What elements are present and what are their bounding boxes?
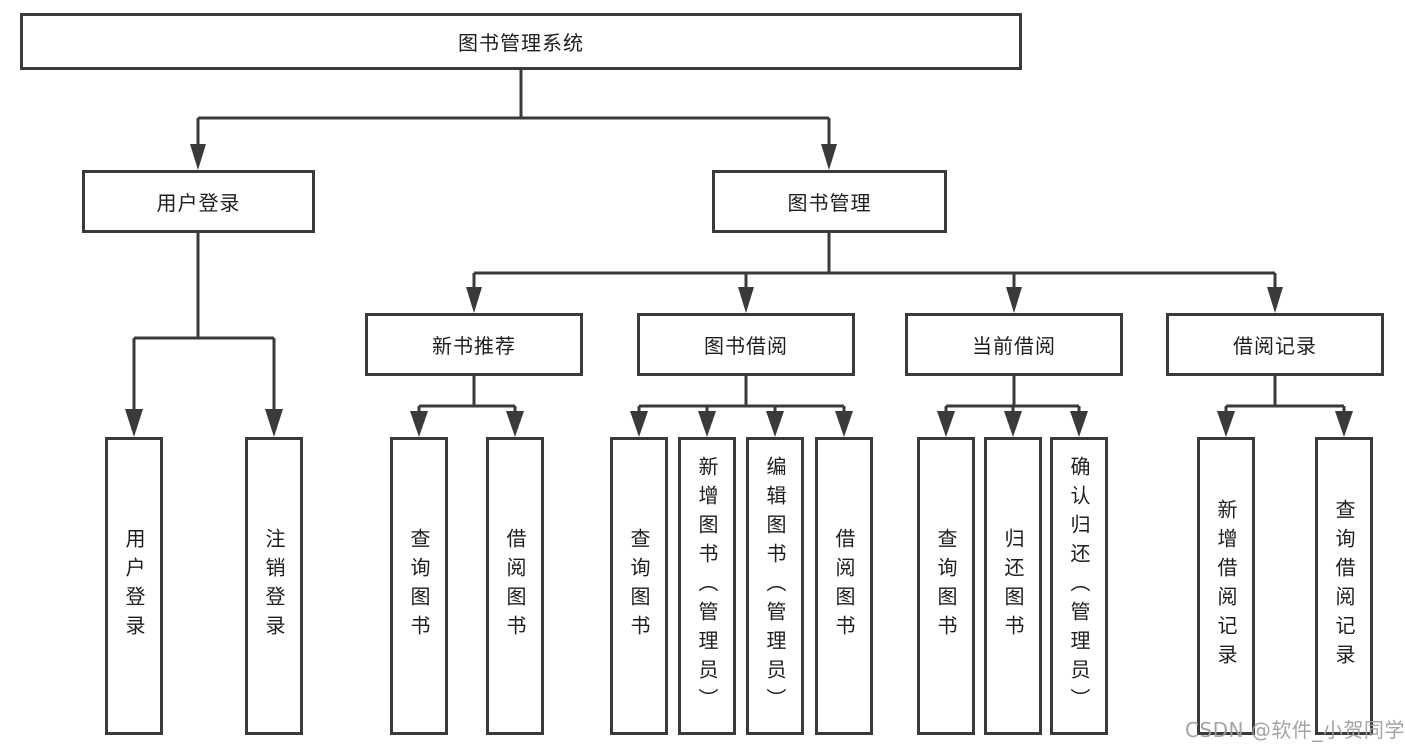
node-label-new-book-recommend: 新书推荐 bbox=[432, 334, 516, 358]
leaf-query-books-2: 查询图书 bbox=[610, 437, 668, 735]
leaf-label-add-books-admin: 新增图书（管理员） bbox=[695, 455, 719, 717]
leaf-label-query-books-1: 查询图书 bbox=[407, 528, 431, 644]
leaf-label-query-books-2: 查询图书 bbox=[627, 528, 651, 644]
node-label-book-borrow: 图书借阅 bbox=[704, 334, 788, 358]
node-label-borrow-records: 借阅记录 bbox=[1233, 334, 1317, 358]
leaf-borrow-books-1: 借阅图书 bbox=[486, 437, 544, 735]
node-book-management: 图书管理 bbox=[712, 170, 947, 233]
node-current-borrow: 当前借阅 bbox=[905, 313, 1123, 376]
leaf-label-query-books-3: 查询图书 bbox=[934, 528, 958, 644]
leaf-label-query-borrow-record: 查询借阅记录 bbox=[1332, 499, 1356, 673]
leaf-label-edit-books-admin: 编辑图书（管理员） bbox=[763, 455, 787, 717]
node-library-management-system: 图书管理系统 bbox=[20, 13, 1022, 70]
leaf-label-confirm-return-admin: 确认归还（管理员） bbox=[1067, 455, 1091, 717]
leaf-logout: 注销登录 bbox=[245, 437, 303, 735]
node-label-user-login: 用户登录 bbox=[156, 191, 241, 215]
node-label-root: 图书管理系统 bbox=[458, 31, 584, 55]
leaf-label-logout: 注销登录 bbox=[262, 528, 286, 644]
node-borrow-records: 借阅记录 bbox=[1166, 313, 1384, 376]
node-label-book-management: 图书管理 bbox=[787, 191, 872, 215]
leaf-edit-books-admin: 编辑图书（管理员） bbox=[746, 437, 804, 735]
leaf-label-borrow-books-2: 借阅图书 bbox=[832, 528, 856, 644]
leaf-label-return-books: 归还图书 bbox=[1001, 528, 1025, 644]
leaf-query-books-3: 查询图书 bbox=[917, 437, 975, 735]
leaf-add-borrow-record: 新增借阅记录 bbox=[1197, 437, 1255, 735]
leaf-query-borrow-record: 查询借阅记录 bbox=[1315, 437, 1373, 735]
leaf-borrow-books-2: 借阅图书 bbox=[815, 437, 873, 735]
leaf-confirm-return-admin: 确认归还（管理员） bbox=[1050, 437, 1108, 735]
leaf-return-books: 归还图书 bbox=[984, 437, 1042, 735]
node-label-current-borrow: 当前借阅 bbox=[972, 334, 1056, 358]
leaf-query-books-1: 查询图书 bbox=[390, 437, 448, 735]
leaf-label-borrow-books-1: 借阅图书 bbox=[503, 528, 527, 644]
node-new-book-recommend: 新书推荐 bbox=[365, 313, 583, 376]
leaf-label-add-borrow-record: 新增借阅记录 bbox=[1214, 499, 1238, 673]
leaf-add-books-admin: 新增图书（管理员） bbox=[678, 437, 736, 735]
node-user-login: 用户登录 bbox=[82, 170, 315, 233]
leaf-label-user-login: 用户登录 bbox=[122, 528, 146, 644]
leaf-user-login: 用户登录 bbox=[105, 437, 163, 735]
node-book-borrow: 图书借阅 bbox=[637, 313, 855, 376]
